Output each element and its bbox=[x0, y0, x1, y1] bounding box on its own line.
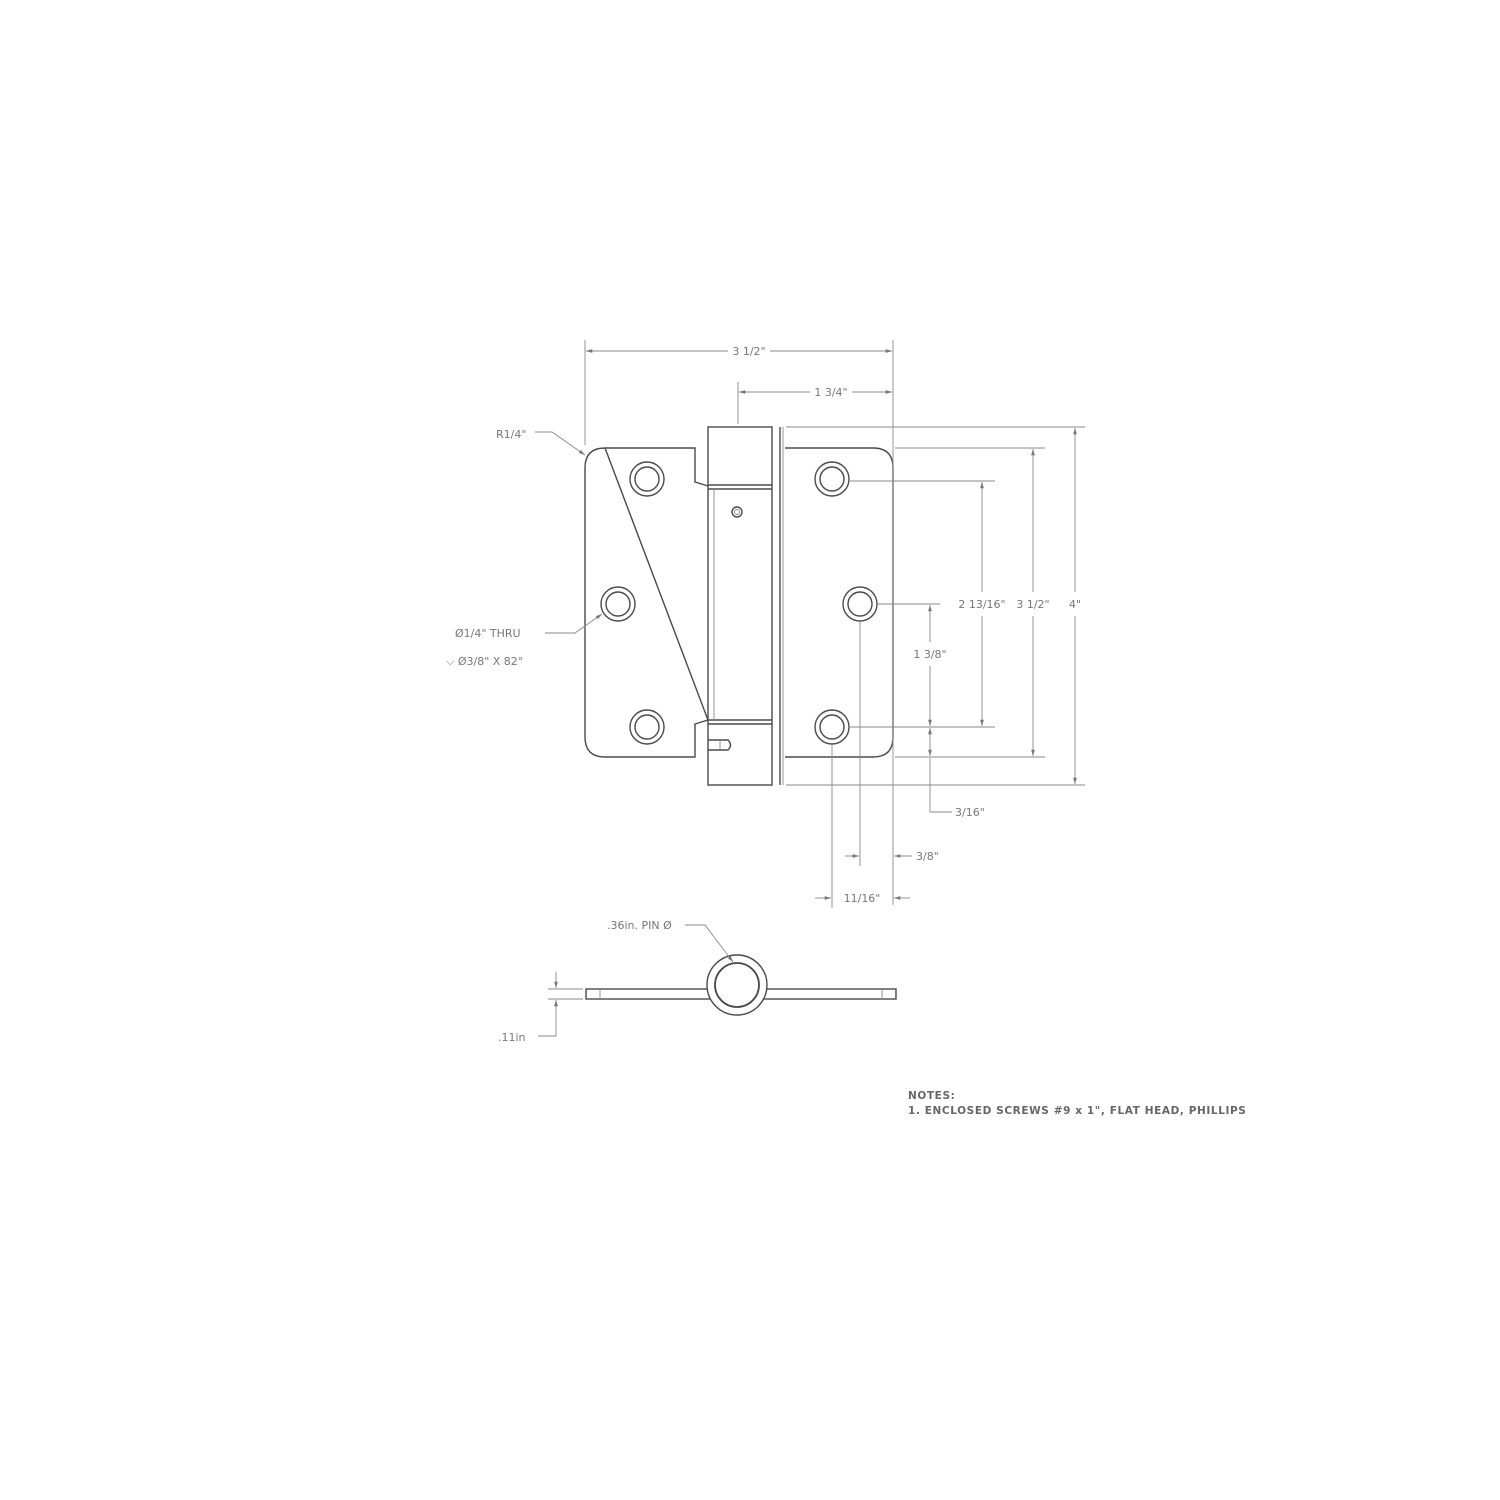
hole-callout-countersink: ⌵ Ø3/8" X 82° bbox=[446, 655, 523, 668]
dim-hole-edge-distance: 3/16" bbox=[955, 806, 985, 819]
note-item: 1. ENCLOSED SCREWS #9 x 1", FLAT HEAD, P… bbox=[908, 1105, 1246, 1117]
notes-title: NOTES: bbox=[908, 1090, 955, 1102]
screw-hole bbox=[814, 709, 850, 745]
screw-holes bbox=[600, 461, 878, 745]
knuckle bbox=[707, 426, 784, 786]
dim-outer-hole-spacing: 2 13/16" bbox=[958, 598, 1005, 611]
dim-leaf-thickness: .11in bbox=[498, 1031, 526, 1044]
side-view: .36in. PIN Ø .11in bbox=[498, 919, 897, 1044]
dim-outer-hole-inset: 11/16" bbox=[844, 892, 881, 905]
screw-hole bbox=[629, 461, 665, 497]
screw-hole bbox=[600, 586, 636, 622]
dim-half-width: 1 3/4" bbox=[814, 386, 847, 399]
notes: NOTES: 1. ENCLOSED SCREWS #9 x 1", FLAT … bbox=[908, 1090, 1246, 1117]
screw-hole bbox=[629, 709, 665, 745]
front-view bbox=[584, 426, 894, 786]
dim-pin-diameter: .36in. PIN Ø bbox=[607, 919, 672, 932]
dim-center-hole-inset: 3/8" bbox=[916, 850, 939, 863]
left-leaf bbox=[584, 447, 709, 758]
adjust-slot bbox=[708, 739, 732, 751]
hole-callout-thru: Ø1/4" THRU bbox=[455, 627, 521, 640]
dim-corner-radius: R1/4" bbox=[496, 428, 526, 441]
dimensions: 3 1/2" 1 3/4" R1/4" 4" 3 1/2" 2 13/16" 1… bbox=[446, 340, 1085, 908]
screw-hole bbox=[842, 586, 878, 622]
tension-pin-hole bbox=[731, 506, 743, 518]
dim-overall-height: 4" bbox=[1069, 598, 1081, 611]
screw-hole bbox=[814, 461, 850, 497]
dim-center-hole-offset: 1 3/8" bbox=[913, 648, 946, 661]
dim-leaf-height: 3 1/2" bbox=[1016, 598, 1049, 611]
dim-overall-width: 3 1/2" bbox=[732, 345, 765, 358]
